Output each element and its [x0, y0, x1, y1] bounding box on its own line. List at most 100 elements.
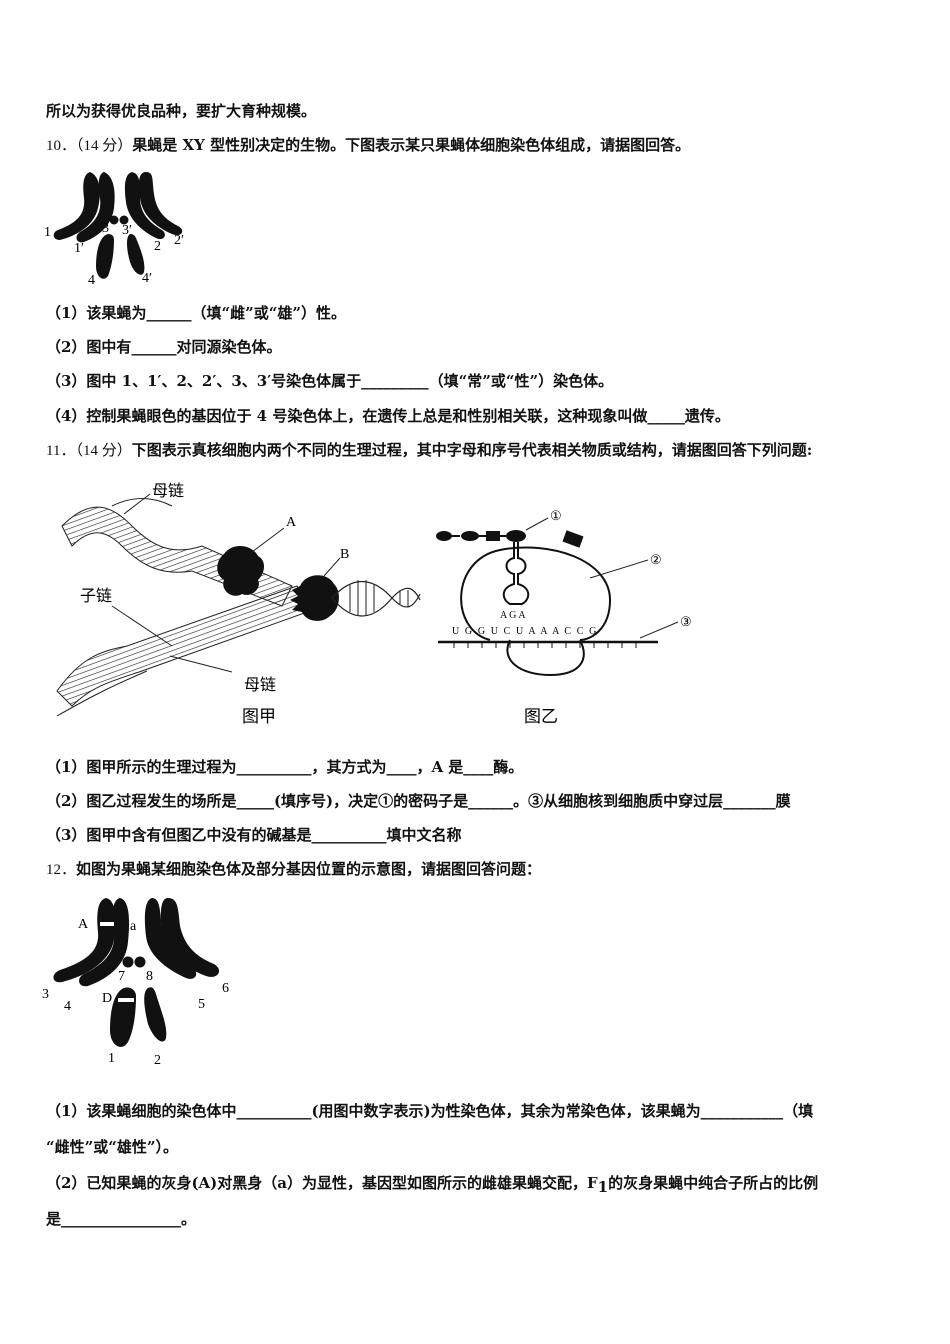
leader-line	[589, 559, 649, 579]
question-11-stem: 11．（14 分）下图表示真核细胞内两个不同的生理过程，其中字母和序号代表相关物…	[46, 439, 910, 462]
question-text: 下图表示真核细胞内两个不同的生理过程，其中字母和序号代表相关物质或结构，请据图回…	[131, 441, 813, 459]
question-text: 果蝇是 XY 型性别决定的生物。下图表示某只果蝇体细胞染色体组成，请据图回答。	[132, 136, 691, 154]
label-mrna-sequence: U G G U C U A A A C C G	[452, 626, 598, 637]
label-8: 8	[146, 969, 153, 984]
ribosome-large-subunit	[460, 546, 612, 641]
question-number: 12．	[46, 862, 77, 878]
label-child: 子链	[80, 587, 112, 605]
chromosome-4	[96, 234, 114, 279]
text: 的灰身果蝇中纯合子所占的比例	[608, 1174, 819, 1192]
caption-jia: 图甲	[242, 707, 276, 726]
parent-helix	[331, 581, 421, 608]
label-1: 1	[108, 1051, 115, 1066]
leader-line	[251, 527, 285, 553]
text: （2）已知果蝇的灰身(A)对黑身（a）为显性，基因型如图所示的雌雄果蝇交配，F	[46, 1174, 598, 1192]
strand-line	[111, 498, 173, 507]
question-12-part-1-line-2: “雌性”或“雄性”）。	[46, 1138, 179, 1156]
mrna-ticks	[453, 642, 637, 648]
label-3prime: 3′	[122, 223, 132, 238]
label-2prime: 2′	[174, 233, 184, 248]
chromosome-4	[79, 898, 130, 987]
question-12-part-1-line-1: （1）该果蝇细胞的染色体中__________(用图中数字表示)为性染色体，其余…	[46, 1102, 814, 1120]
leader-line	[169, 655, 233, 673]
figure-12-chromosomes: A a 7 8 3 4 D 5 6 1 2	[42, 898, 229, 1068]
label-4: 4	[64, 999, 71, 1014]
leader-line	[111, 605, 173, 647]
label-circle-3: ③	[680, 614, 692, 629]
leader-line	[525, 517, 549, 531]
label-gene-d: D	[102, 991, 112, 1006]
question-11-part-1: （1）图甲所示的生理过程为__________，其方式为____，A 是____…	[46, 758, 524, 776]
trna	[502, 542, 530, 605]
ribosome-small-subunit	[506, 639, 585, 677]
gene-band-a	[100, 922, 114, 926]
free-amino-acid	[562, 530, 584, 548]
leader-line	[639, 621, 679, 639]
question-10-part-2: （2）图中有______对同源染色体。	[46, 338, 282, 356]
question-10-part-4: （4）控制果蝇眼色的基因位于 4 号染色体上，在遗传上总是和性别相关联，这种现象…	[46, 407, 730, 425]
question-score: （14 分）	[76, 138, 133, 154]
label-2: 2	[154, 1053, 161, 1068]
figure-11-jia-dna-replication: 母链 A B 子链 母链 图甲	[56, 482, 421, 726]
chromosome-3prime	[119, 215, 129, 225]
chromosome-7	[122, 956, 134, 968]
label-1: 1	[44, 225, 51, 240]
label-gene-a-lower: a	[130, 919, 137, 934]
amino-acid	[486, 531, 500, 541]
chromosome-6	[160, 898, 220, 977]
chromosome-4prime	[127, 234, 145, 275]
label-mother-bottom: 母链	[244, 676, 276, 694]
figure-10-chromosomes: 1 1′ 3 3′ 2 2′ 4 4′	[44, 172, 184, 288]
question-11-part-3: （3）图甲中含有但图乙中没有的碱基是__________填中文名称	[46, 826, 462, 844]
parent-helix-rungs	[349, 580, 409, 616]
question-10-stem: 10．（14 分）果蝇是 XY 型性别决定的生物。下图表示某只果蝇体细胞染色体组…	[46, 134, 910, 157]
chromosome-2prime	[138, 172, 183, 236]
label-b: B	[340, 547, 349, 562]
label-6: 6	[222, 981, 229, 996]
amino-acid	[436, 531, 452, 541]
label-mother-top: 母链	[152, 482, 184, 500]
label-circle-2: ②	[650, 552, 662, 567]
question-11-part-2: （2）图乙过程发生的场所是_____(填序号)，决定①的密码子是______。③…	[46, 792, 791, 810]
parent-helix	[331, 587, 421, 617]
chromosome-1	[110, 987, 136, 1047]
question-10-part-3: （3）图中 1、1′、2、2′、3、3′号染色体属于_________（填“常”…	[46, 372, 614, 390]
chromosome-5	[144, 898, 197, 979]
label-1prime: 1′	[74, 241, 84, 256]
question-12-part-2-line-1: （2）已知果蝇的灰身(A)对黑身（a）为显性，基因型如图所示的雌雄果蝇交配，F1…	[46, 1172, 910, 1198]
chromosome-1	[53, 172, 100, 240]
label-3: 3	[42, 987, 49, 1002]
label-7: 7	[118, 969, 125, 984]
label-circle-1: ①	[550, 508, 562, 523]
enzyme-b	[290, 575, 339, 621]
label-anticodon: A G A	[500, 610, 526, 621]
chromosome-3	[53, 898, 116, 983]
chromosome-1prime	[76, 172, 115, 243]
leader-line	[123, 493, 151, 515]
amino-acid-1	[506, 530, 526, 542]
label-4prime: 4′	[142, 271, 152, 286]
question-number: 11．	[46, 443, 76, 459]
question-score: （14 分）	[75, 443, 132, 459]
question-12-part-2-line-2: 是________________。	[46, 1210, 197, 1228]
chromosome-3	[109, 215, 119, 225]
label-5: 5	[198, 997, 205, 1012]
label-2: 2	[154, 239, 161, 254]
chromosome-8	[134, 956, 146, 968]
amino-acid	[461, 531, 479, 541]
caption-yi: 图乙	[524, 707, 558, 726]
chromosome-2	[144, 987, 167, 1042]
line-intro: 所以为获得优良品种，要扩大育种规模。	[46, 102, 317, 120]
strand-line	[56, 670, 148, 717]
label-gene-a-upper: A	[78, 917, 89, 932]
label-4: 4	[88, 273, 95, 288]
gene-band-d	[118, 998, 134, 1002]
question-12-stem: 12．如图为果蝇某细胞染色体及部分基因位置的示意图，请据图回答问题：	[46, 858, 910, 881]
question-number: 10．	[46, 138, 77, 154]
question-text: 如图为果蝇某细胞染色体及部分基因位置的示意图，请据图回答问题：	[76, 860, 542, 878]
label-a: A	[286, 515, 297, 530]
question-10-part-1: （1）该果蝇为______（填“雌”或“雄”）性。	[46, 304, 346, 322]
subscript: 1	[597, 1178, 609, 1196]
figure-11-yi-translation: ① A G A ② U G G U C U A A A C C G ③ 图乙	[436, 508, 692, 726]
enzyme-a	[217, 545, 264, 596]
